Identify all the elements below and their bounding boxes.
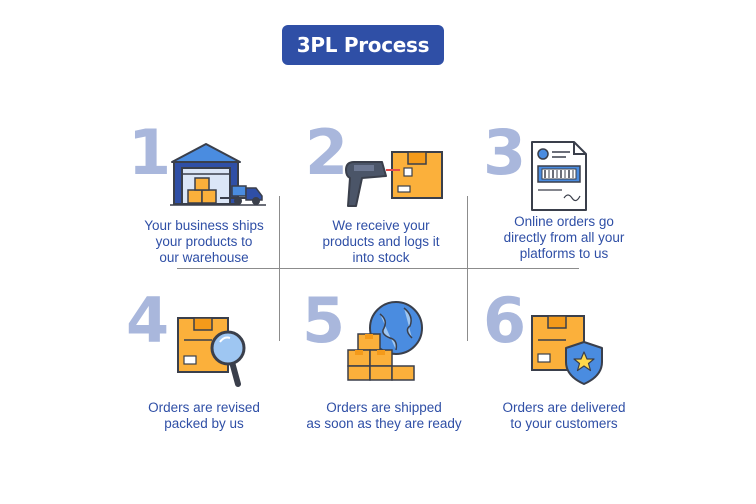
caption-line: Orders are shipped — [326, 400, 442, 415]
caption-line: packed by us — [164, 416, 244, 431]
step-caption: We receive your products and logs it int… — [281, 218, 481, 266]
barcode-scanner-box-icon — [345, 151, 443, 207]
grid-divider-vertical-left — [279, 196, 280, 341]
grid-divider-vertical-right — [467, 196, 468, 341]
caption-line: your products to — [155, 234, 253, 249]
step-number: 1 — [128, 116, 172, 189]
step-caption: Orders are revised packed by us — [104, 400, 304, 432]
caption-line: as soon as they are ready — [306, 416, 462, 431]
caption-line: directly from all your — [503, 230, 625, 245]
caption-line: products and logs it — [322, 234, 440, 249]
caption-line: Orders are delivered — [502, 400, 626, 415]
barcode-document-icon — [531, 141, 587, 211]
step-caption: Orders are shipped as soon as they are r… — [284, 400, 484, 432]
warehouse-truck-icon — [170, 143, 266, 206]
step-number: 6 — [483, 284, 527, 357]
step-number: 5 — [302, 284, 346, 357]
step-number: 4 — [126, 284, 170, 357]
caption-line: into stock — [352, 250, 410, 265]
step-caption: Orders are delivered to your customers — [464, 400, 664, 432]
box-magnifier-icon — [177, 317, 246, 387]
step-caption: Your business ships your products to our… — [104, 218, 304, 266]
step-number: 2 — [305, 116, 349, 189]
page-title: 3PL Process — [282, 25, 444, 65]
box-shield-icon — [531, 315, 603, 385]
caption-line: We receive your — [332, 218, 430, 233]
globe-boxes-icon — [347, 301, 423, 381]
caption-line: Orders are revised — [148, 400, 260, 415]
caption-line: to your customers — [510, 416, 618, 431]
grid-divider-horizontal — [177, 268, 579, 269]
caption-line: Online orders go — [514, 214, 614, 229]
caption-line: Your business ships — [144, 218, 264, 233]
step-number: 3 — [483, 116, 527, 189]
caption-line: platforms to us — [519, 246, 609, 261]
caption-line: our warehouse — [159, 250, 249, 265]
step-caption: Online orders go directly from all your … — [464, 214, 664, 262]
